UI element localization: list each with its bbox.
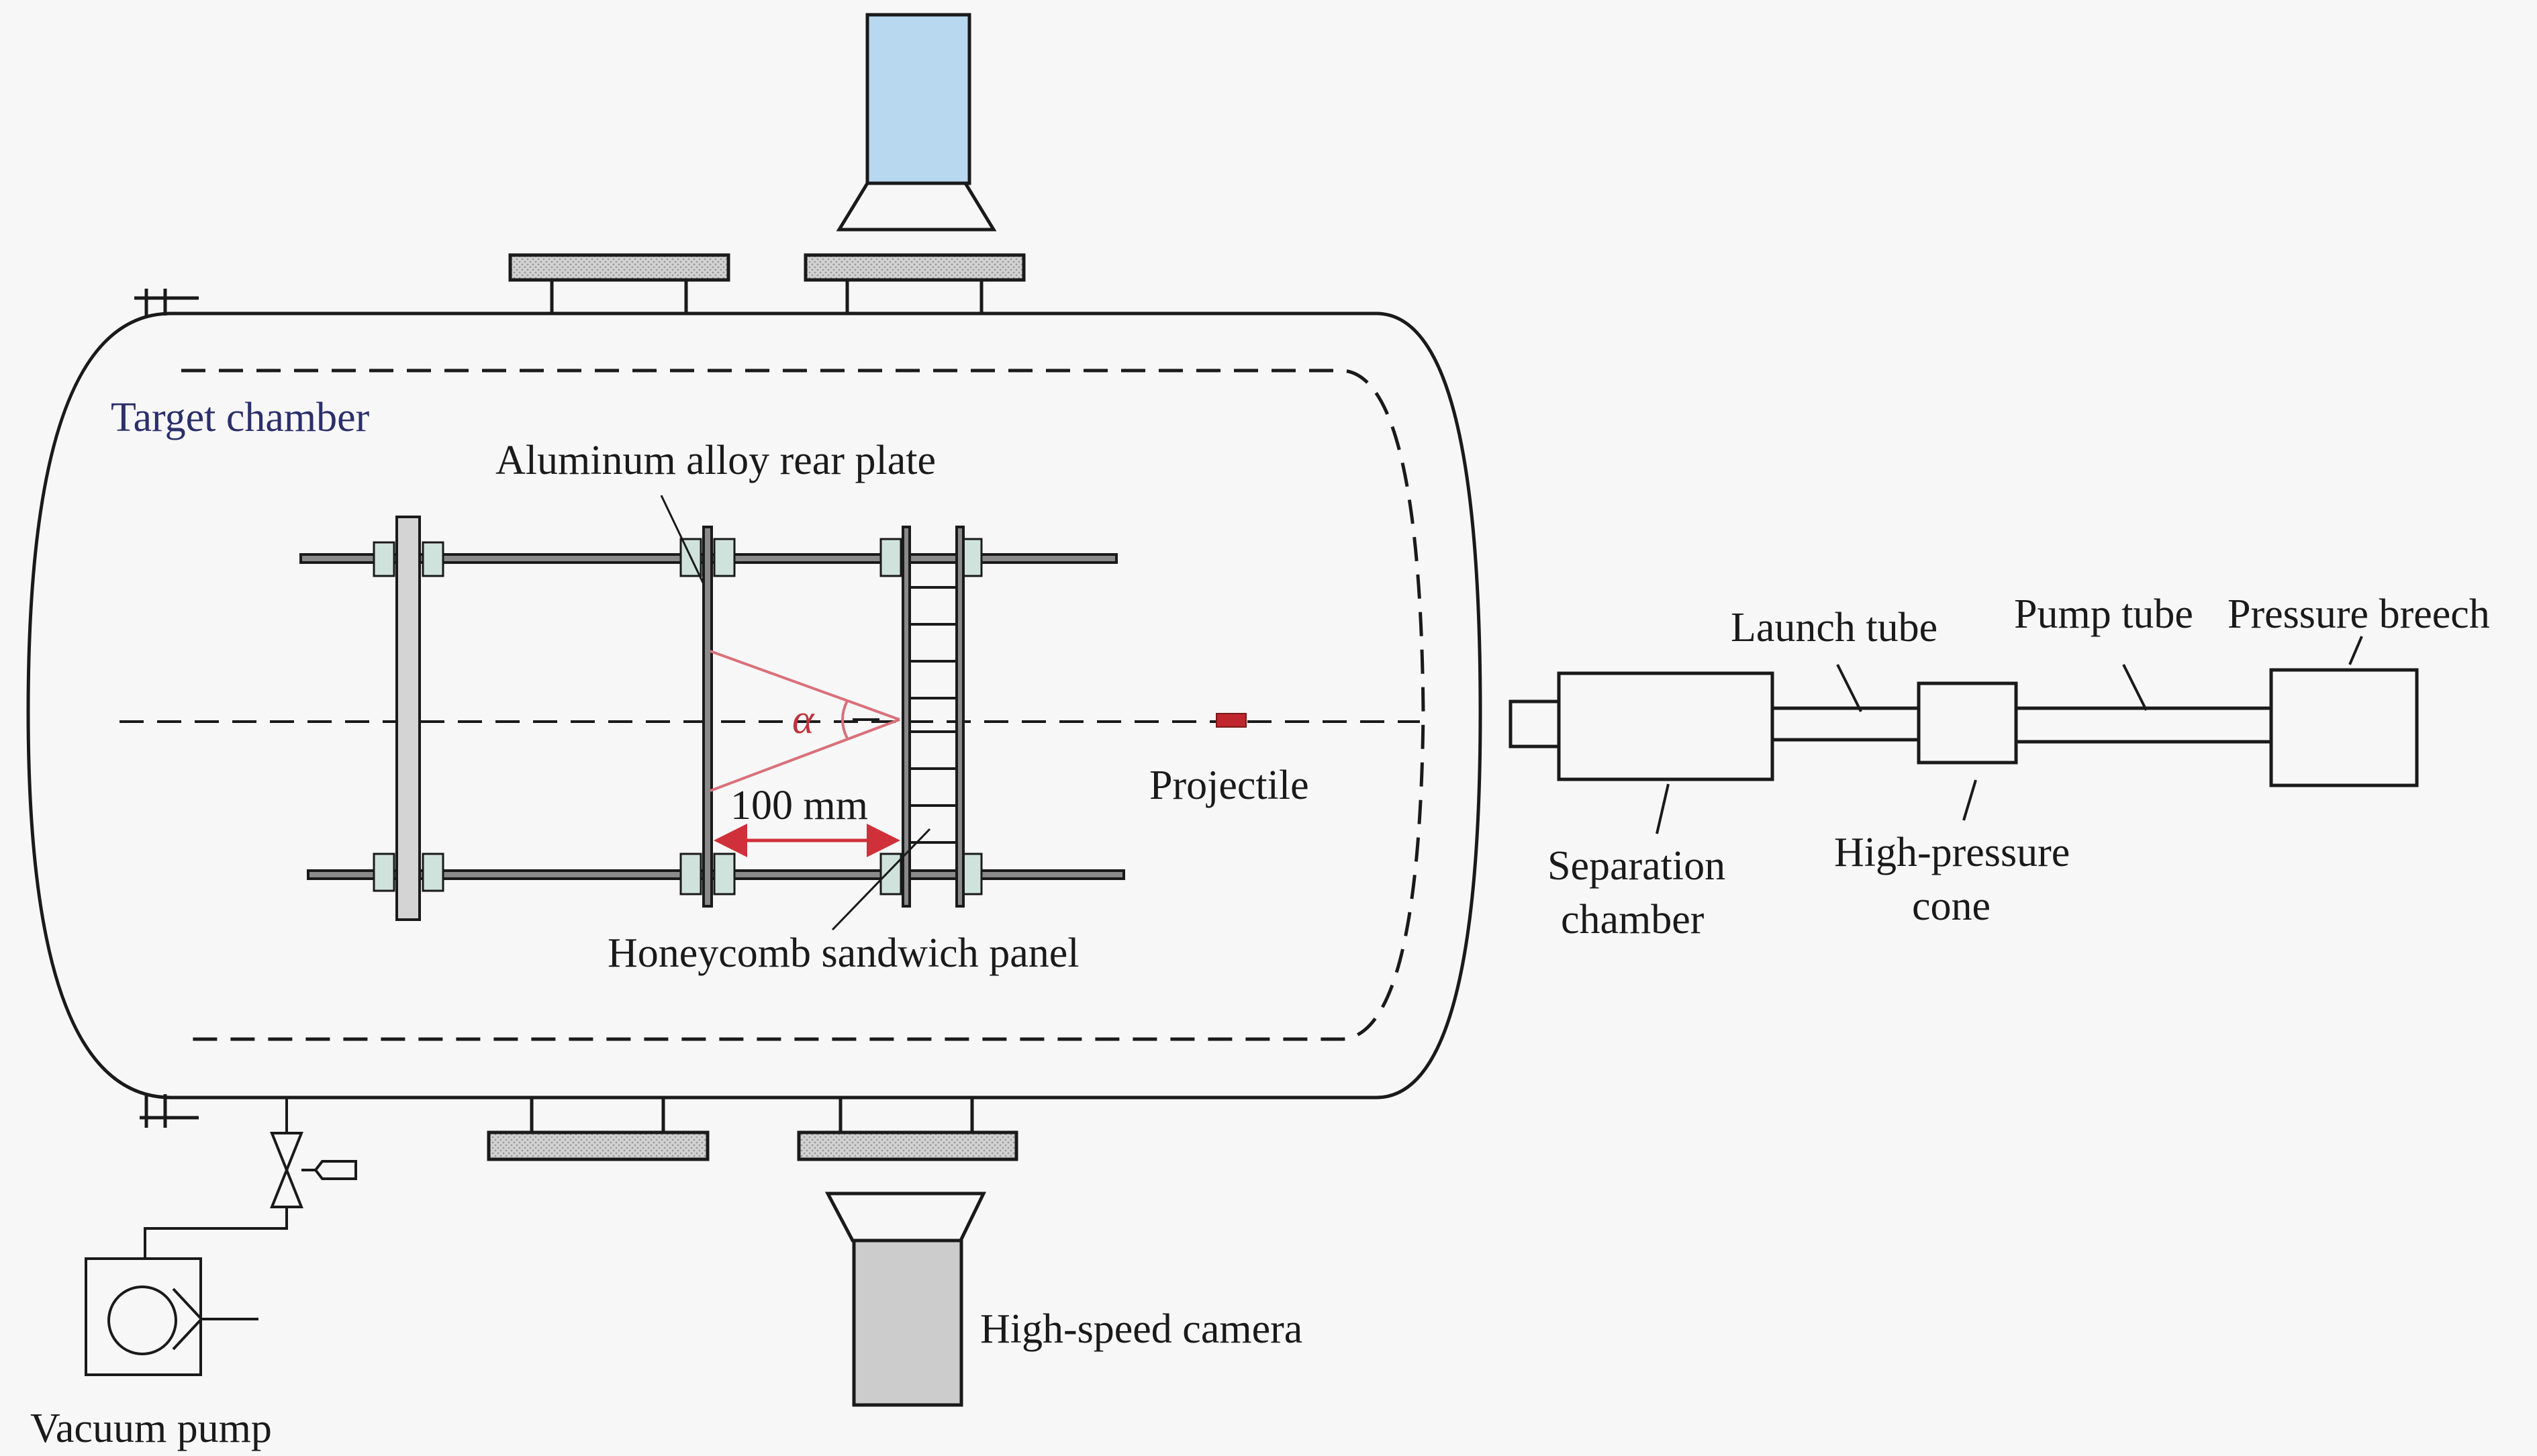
vacuum-valve-icon [270, 1132, 357, 1208]
pressure-breech-label: Pressure breech [2228, 591, 2490, 637]
fixture-support-post [395, 516, 421, 921]
aluminum-rear-plate-label: Aluminum alloy rear plate [495, 438, 936, 483]
distance-label: 100 mm [730, 783, 868, 828]
projectile [1216, 713, 1247, 728]
fixture-clamps [373, 538, 983, 895]
high-pressure-cone-label-line1: High-pressure [1834, 830, 2070, 875]
launch-tube [1770, 706, 1921, 742]
light-source-top [836, 13, 997, 232]
honeycomb-leader [831, 828, 931, 931]
high-speed-camera-label: High-speed camera [980, 1306, 1302, 1352]
aluminum-rear-plate [702, 526, 713, 908]
vacuum-pump-icon [85, 1257, 258, 1376]
separation-chamber-label-line1: Separation [1547, 843, 1725, 889]
separation-chamber-label-line2: chamber [1561, 897, 1705, 942]
rear-plate-leader [660, 495, 705, 585]
launcher-leaders [1656, 636, 2363, 834]
vacuum-pump-label: Vacuum pump [30, 1406, 272, 1451]
honeycomb-sandwich-panel [902, 526, 965, 908]
top-window-left [508, 253, 730, 316]
flange-mark-top [134, 289, 199, 316]
high-speed-camera [824, 1192, 986, 1407]
angle-alpha-lines [710, 650, 900, 792]
high-pressure-cone [1917, 681, 2018, 765]
angle-alpha-label: α [792, 697, 815, 742]
chamber-inner-dashed-outline [181, 369, 1425, 1041]
separation-chamber [1557, 671, 1774, 781]
vacuum-line [144, 1098, 288, 1259]
bottom-window-camera [797, 1096, 1018, 1161]
chamber-exit-port [1509, 699, 1561, 748]
pressure-breech [2269, 668, 2419, 787]
pump-tube-label: Pump tube [2014, 591, 2193, 637]
top-window-camera-mount [804, 253, 1026, 316]
target-chamber-vessel [26, 311, 1482, 1100]
target-chamber-label: Target chamber [111, 395, 370, 440]
flange-mark-bottom [140, 1094, 199, 1128]
launch-tube-label: Launch tube [1731, 605, 1937, 650]
honeycomb-panel-label: Honeycomb sandwich panel [608, 930, 1079, 976]
projectile-label: Projectile [1149, 763, 1309, 808]
pump-tube [2014, 706, 2273, 744]
high-pressure-cone-label-line2: cone [1912, 883, 1991, 929]
bottom-window-left [487, 1096, 710, 1161]
